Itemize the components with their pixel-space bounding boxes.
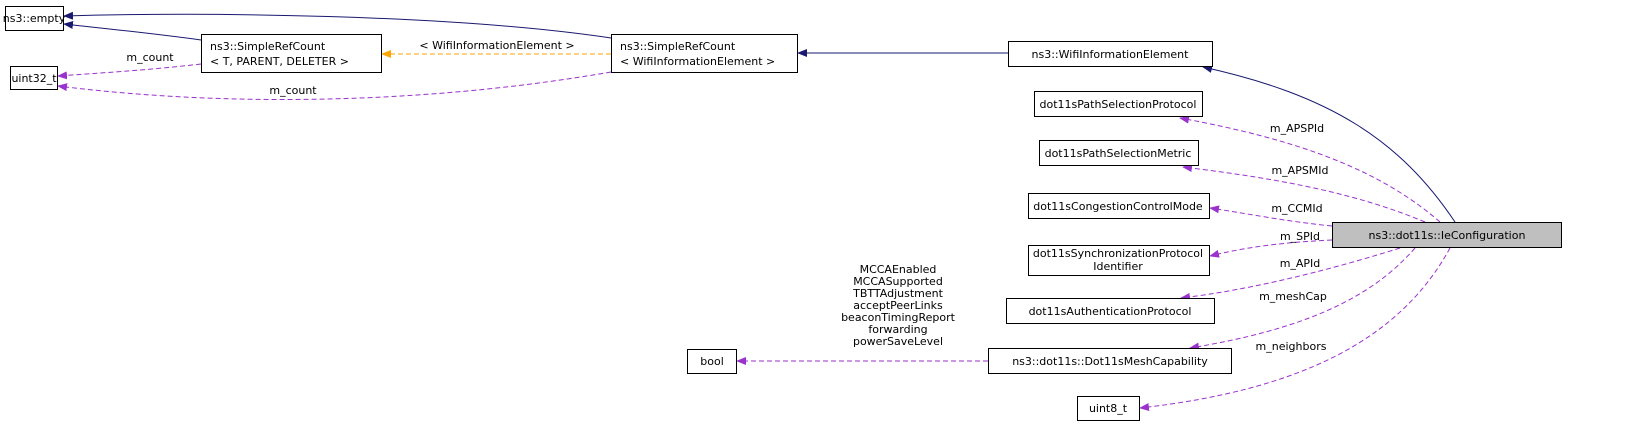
- node-simplerefcount-template[interactable]: ns3::SimpleRefCount< T, PARENT, DELETER …: [201, 34, 382, 73]
- svg-text:ns3::dot11s::IeConfiguration: ns3::dot11s::IeConfiguration: [1369, 229, 1526, 242]
- bool-field-label: powerSaveLevel: [853, 335, 943, 348]
- svg-text:ns3::SimpleRefCount: ns3::SimpleRefCount: [620, 40, 736, 53]
- edge-inherit-srcwie-empty: [63, 11, 612, 39]
- svg-text:< WifiInformationElement >: < WifiInformationElement >: [620, 55, 775, 68]
- svg-text:ns3::empty: ns3::empty: [3, 12, 66, 25]
- svg-text:dot11sPathSelectionMetric: dot11sPathSelectionMetric: [1045, 147, 1192, 160]
- bool-field-label: acceptPeerLinks: [853, 299, 943, 312]
- edge-label-m-ccmid: m_CCMId: [1271, 202, 1322, 215]
- edge-use-srcwie-uint32: [57, 71, 612, 100]
- svg-text:dot11sAuthenticationProtocol: dot11sAuthenticationProtocol: [1029, 305, 1192, 318]
- edge-use-meshcap: [1189, 247, 1416, 351]
- svg-text:ns3::WifiInformationElement: ns3::WifiInformationElement: [1032, 48, 1190, 61]
- bool-field-label: beaconTimingReport: [841, 311, 956, 324]
- edge-label-m-count: m_count: [126, 51, 174, 64]
- node-dot11s-mesh-capability[interactable]: ns3::dot11s::Dot11sMeshCapability: [988, 348, 1232, 374]
- edge-label-m-apsmid: m_APSMId: [1271, 164, 1328, 177]
- bool-field-label: MCCAEnabled: [860, 263, 937, 276]
- edge-use-uint8: [1139, 247, 1451, 411]
- node-simplerefcount-wifiinformationelement[interactable]: ns3::SimpleRefCount< WifiInformationElem…: [611, 34, 798, 73]
- svg-text:uint32_t: uint32_t: [11, 72, 57, 85]
- node-dot11s-path-selection-metric[interactable]: dot11sPathSelectionMetric: [1039, 140, 1199, 166]
- node-wifiinformationelement[interactable]: ns3::WifiInformationElement: [1008, 41, 1213, 67]
- svg-text:dot11sCongestionControlMode: dot11sCongestionControlMode: [1033, 200, 1203, 213]
- node-dot11s-authentication-protocol[interactable]: dot11sAuthenticationProtocol: [1006, 298, 1215, 324]
- edge-inherit-srctpl-empty: [63, 21, 202, 41]
- bool-field-label: TBTTAdjustment: [852, 287, 943, 300]
- svg-text:Identifier: Identifier: [1093, 260, 1143, 273]
- node-ieconfiguration[interactable]: ns3::dot11s::IeConfiguration: [1332, 222, 1562, 248]
- svg-text:uint8_t: uint8_t: [1089, 402, 1128, 415]
- edge-label-m-meshcap: m_meshCap: [1259, 290, 1327, 303]
- node-uint8-t[interactable]: uint8_t: [1077, 396, 1140, 421]
- node-uint32-t[interactable]: uint32_t: [10, 66, 58, 90]
- svg-text:ns3::dot11s::Dot11sMeshCapabil: ns3::dot11s::Dot11sMeshCapability: [1012, 355, 1208, 368]
- svg-text:ns3::SimpleRefCount: ns3::SimpleRefCount: [210, 40, 326, 53]
- svg-text:dot11sSynchronizationProtocol: dot11sSynchronizationProtocol: [1033, 247, 1203, 260]
- edge-use-auth: [1180, 247, 1401, 301]
- edge-use-psm: [1182, 164, 1426, 223]
- edge-label-m-apspid: m_APSPId: [1270, 122, 1324, 135]
- node-dot11s-congestion-control-mode[interactable]: dot11sCongestionControlMode: [1028, 193, 1210, 219]
- edge-label-template-arg: < WifiInformationElement >: [419, 39, 574, 52]
- edge-label-m-spid: m_SPId: [1280, 230, 1320, 243]
- svg-text:dot11sPathSelectionProtocol: dot11sPathSelectionProtocol: [1040, 98, 1197, 111]
- svg-text:< T, PARENT, DELETER >: < T, PARENT, DELETER >: [210, 55, 349, 68]
- bool-field-label: forwarding: [868, 323, 927, 336]
- edge-use-srctpl-uint32: [57, 63, 202, 80]
- bool-field-label: MCCASupported: [853, 275, 943, 288]
- edge-label-m-apid: m_APId: [1280, 257, 1321, 270]
- node-bool[interactable]: bool: [687, 349, 737, 374]
- edge-label-m-count: m_count: [269, 84, 317, 97]
- node-dot11s-path-selection-protocol[interactable]: dot11sPathSelectionProtocol: [1034, 91, 1203, 117]
- edge-label-m-neighbors: m_neighbors: [1256, 340, 1327, 353]
- svg-text:bool: bool: [700, 355, 724, 368]
- edge-label-bool-fields: MCCAEnabled MCCASupported TBTTAdjustment…: [841, 263, 956, 348]
- node-ns3-empty[interactable]: ns3::empty: [3, 6, 66, 31]
- edge-inherit-ieconf-wie: [1202, 65, 1456, 223]
